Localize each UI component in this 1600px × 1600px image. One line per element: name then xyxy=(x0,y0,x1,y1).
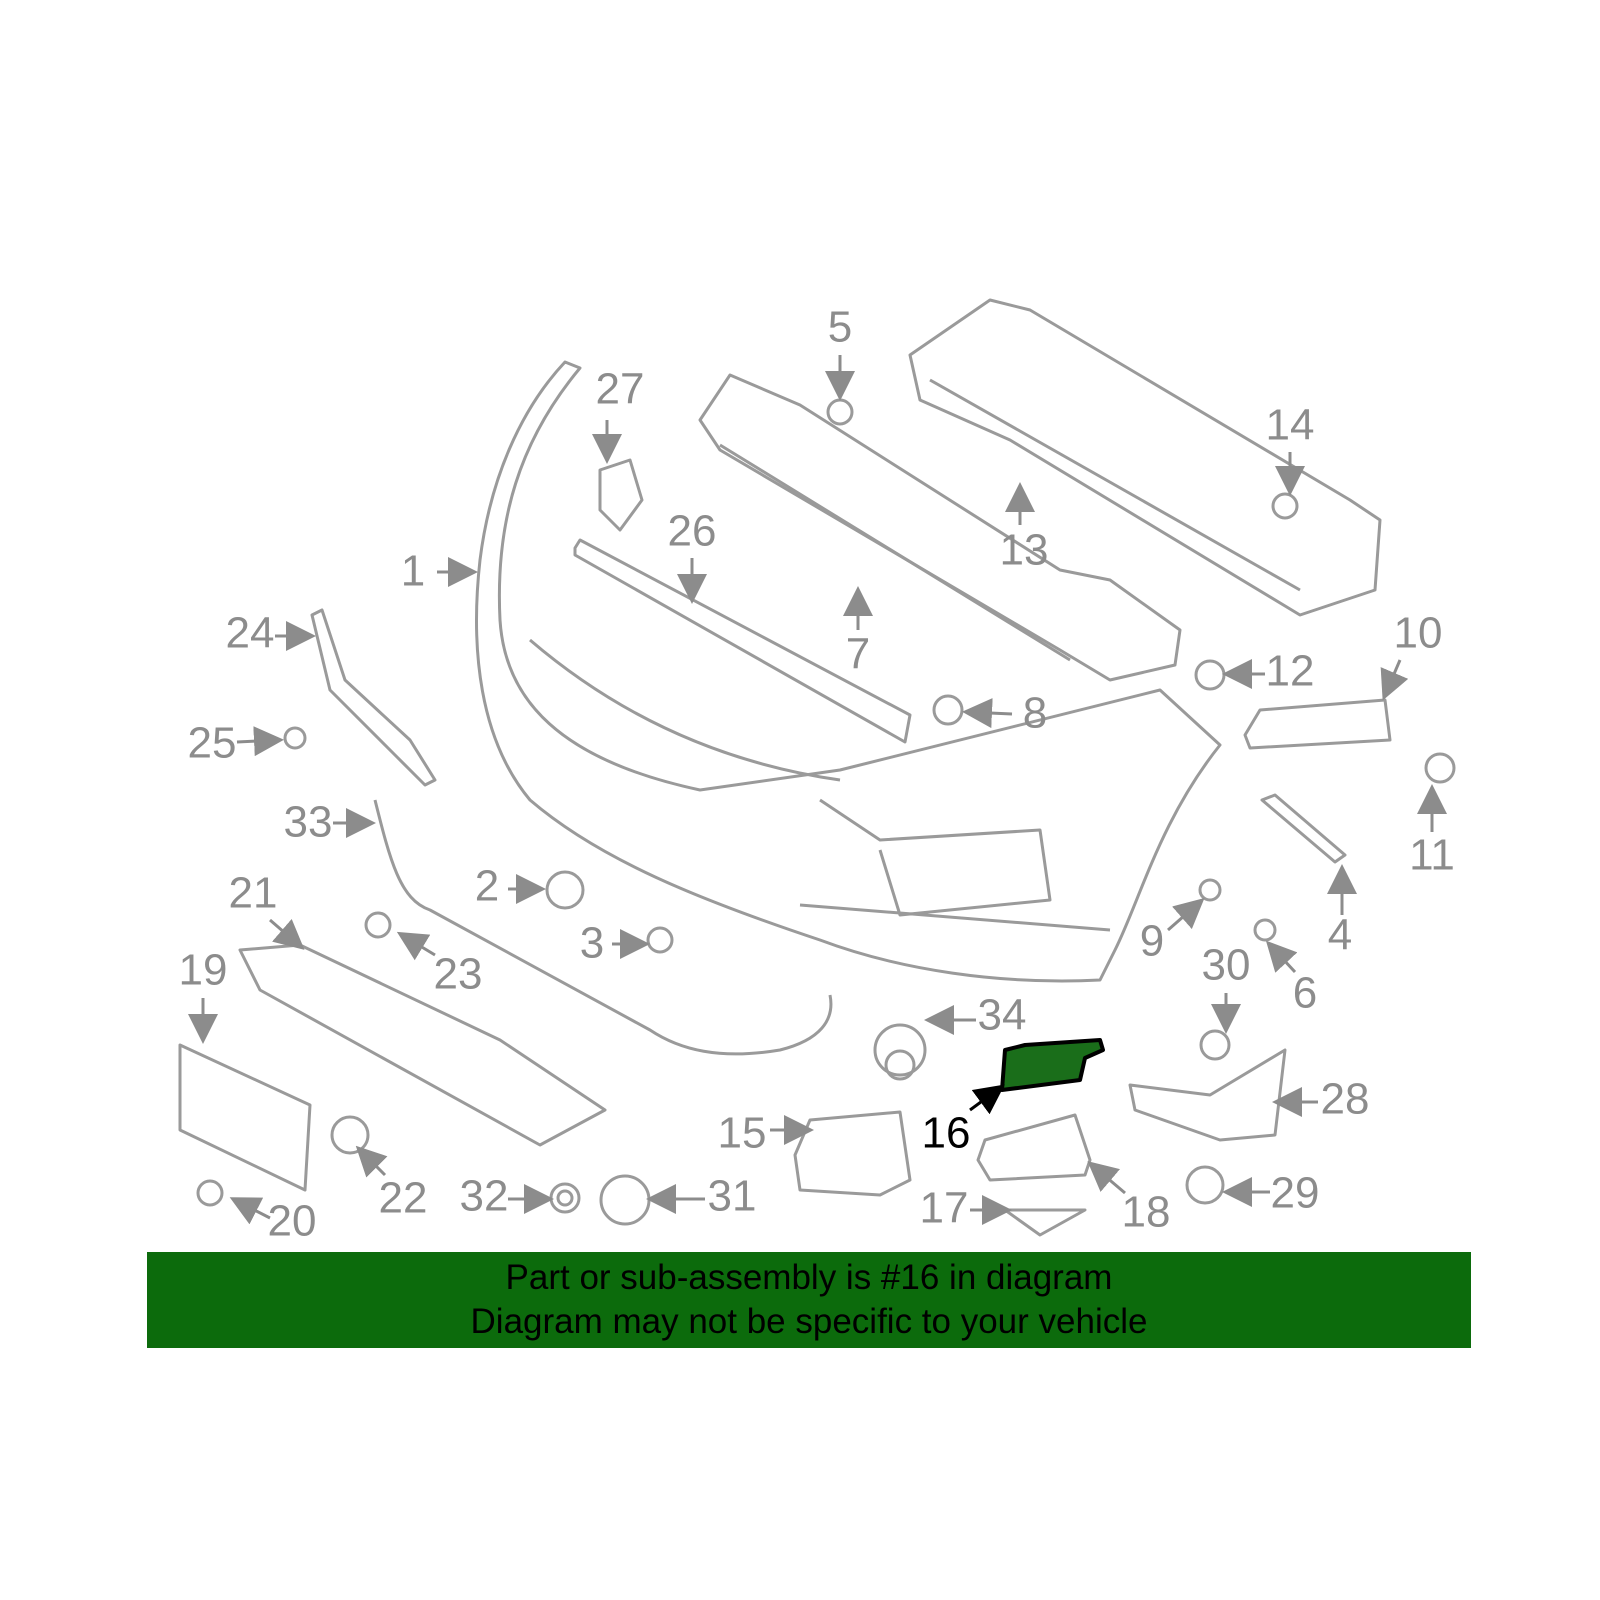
fog-bezel-15 xyxy=(793,1110,912,1197)
callout-5[interactable]: 5 xyxy=(828,303,852,352)
callout-6[interactable]: 6 xyxy=(1293,969,1317,1018)
callout-18[interactable]: 18 xyxy=(1122,1188,1171,1237)
callout-19[interactable]: 19 xyxy=(179,946,228,995)
sensor-34 xyxy=(873,1023,927,1081)
wiring-harness-33 xyxy=(373,799,833,1056)
reinforcement-bar xyxy=(908,298,1382,617)
callout-34[interactable]: 34 xyxy=(978,991,1027,1040)
grille-bracket xyxy=(573,538,912,744)
bracket-24 xyxy=(310,608,437,787)
callout-26[interactable]: 26 xyxy=(668,507,717,556)
callout-labels: 1 2 3 4 5 6 7 8 9 10 11 12 13 14 15 16 1… xyxy=(179,303,1455,1246)
bracket-28 xyxy=(1128,1048,1287,1142)
grommet-32 xyxy=(549,1182,581,1214)
callout-3[interactable]: 3 xyxy=(580,919,604,968)
callout-23[interactable]: 23 xyxy=(434,950,483,999)
callout-14[interactable]: 14 xyxy=(1266,401,1315,450)
callout-33[interactable]: 33 xyxy=(284,798,333,847)
callout-27[interactable]: 27 xyxy=(596,365,645,414)
callout-9[interactable]: 9 xyxy=(1140,917,1164,966)
bumper-absorber xyxy=(698,373,1182,682)
callout-29[interactable]: 29 xyxy=(1271,1169,1320,1218)
callout-21[interactable]: 21 xyxy=(229,869,278,918)
license-bracket-19 xyxy=(178,1043,312,1192)
callout-11[interactable]: 11 xyxy=(1409,831,1455,880)
banner-line-disclaimer: Diagram may not be specific to your vehi… xyxy=(470,1302,1148,1341)
callout-20[interactable]: 20 xyxy=(268,1197,317,1246)
part-16-highlighted[interactable] xyxy=(1000,1038,1105,1092)
part-info-banner: Part or sub-assembly is #16 in diagram D… xyxy=(147,1252,1471,1348)
callout-1[interactable]: 1 xyxy=(401,547,425,596)
callout-24[interactable]: 24 xyxy=(226,609,275,658)
fasteners xyxy=(196,398,1456,1207)
trim-10 xyxy=(1243,698,1392,750)
callout-12[interactable]: 12 xyxy=(1266,647,1315,696)
callout-16-highlighted[interactable]: 16 xyxy=(922,1109,971,1158)
callout-4[interactable]: 4 xyxy=(1328,911,1352,960)
callout-8[interactable]: 8 xyxy=(1023,689,1047,738)
strip-4 xyxy=(1260,793,1347,864)
callout-22[interactable]: 22 xyxy=(379,1174,428,1223)
callout-31[interactable]: 31 xyxy=(708,1172,757,1221)
bezel-18 xyxy=(976,1113,1092,1182)
banner-line-part: Part or sub-assembly is #16 in diagram xyxy=(505,1258,1113,1297)
callout-7[interactable]: 7 xyxy=(846,630,870,679)
callout-17[interactable]: 17 xyxy=(920,1184,969,1233)
cover-17 xyxy=(1003,1208,1087,1237)
bumper-cover xyxy=(475,360,1222,983)
callout-2[interactable]: 2 xyxy=(475,862,499,911)
callout-25[interactable]: 25 xyxy=(188,719,237,768)
leader-arrows xyxy=(188,355,1447,1225)
callout-30[interactable]: 30 xyxy=(1202,941,1251,990)
callout-13[interactable]: 13 xyxy=(1000,526,1049,575)
bracket-27 xyxy=(598,458,644,532)
callout-32[interactable]: 32 xyxy=(460,1172,509,1221)
callout-15[interactable]: 15 xyxy=(718,1109,767,1158)
callout-28[interactable]: 28 xyxy=(1321,1075,1370,1124)
sensor-31 xyxy=(599,1174,651,1226)
callout-10[interactable]: 10 xyxy=(1394,609,1443,658)
